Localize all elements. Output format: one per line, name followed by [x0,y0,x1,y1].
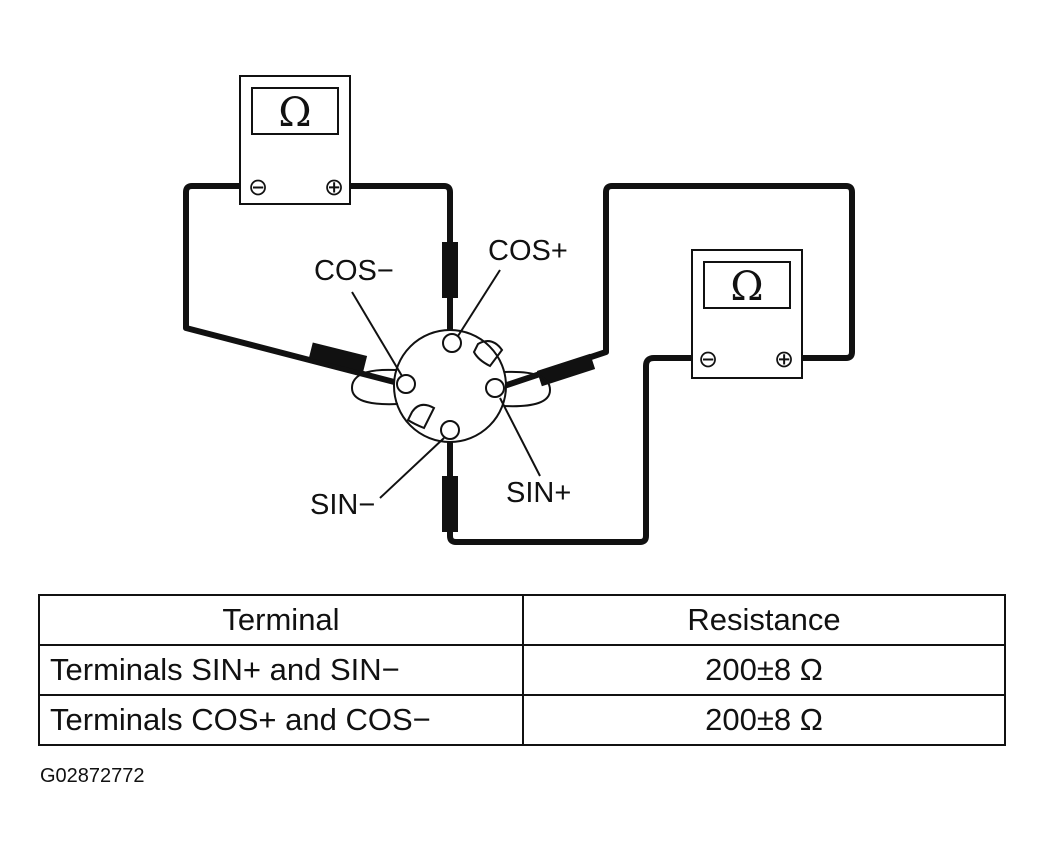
connector-right-tab [503,370,552,408]
lead-meter1-negative [183,183,405,387]
probe-cos-minus [308,342,368,372]
pin-cos-minus [396,374,416,394]
plus-terminal-icon: ⊕ [774,345,794,373]
label-cos-minus: COS− [314,255,394,287]
connector-key-bottom [406,403,436,430]
connector-key-top [472,340,504,368]
table-row: Terminals COS+ and COS− 200±8 Ω [38,694,1006,746]
header-resistance: Resistance [522,594,1006,646]
ohmmeter-right: Ω ⊖ ⊕ [691,249,803,379]
minus-terminal-icon: ⊖ [248,173,268,201]
label-cos-plus: COS+ [488,235,568,267]
figure-id: G02872772 [40,765,145,787]
pin-sin-minus [440,420,460,440]
pin-cos-plus [442,333,462,353]
ohmmeter-left: Ω ⊖ ⊕ [239,75,351,205]
label-sin-plus: SIN+ [506,477,571,509]
ohm-symbol: Ω [730,264,763,310]
table-header-row: Terminal Resistance [38,594,1006,646]
leader-lines [351,269,541,499]
lead-meter2-positive [495,183,855,391]
connector [350,329,552,443]
plus-terminal-icon: ⊕ [324,173,344,201]
cell-terminal: Terminals COS+ and COS− [38,694,524,746]
probe-sin-minus [442,476,458,532]
pin-sin-plus [485,378,505,398]
minus-terminal-icon: ⊖ [698,345,718,373]
table-row: Terminals SIN+ and SIN− 200±8 Ω [38,644,1006,696]
resistance-check-diagram: Ω ⊖ ⊕ Ω ⊖ ⊕ COS− COS+ SIN− SIN+ [183,75,855,545]
test-leads [183,183,855,545]
lead-meter2-negative [447,355,711,545]
probe-sleeves [308,242,596,532]
cell-terminal: Terminals SIN+ and SIN− [38,644,524,696]
lead-meter1-positive [331,183,453,343]
resistance-spec-table: Terminal Resistance Terminals SIN+ and S… [38,594,1006,746]
ohm-symbol: Ω [278,90,311,136]
cell-resistance: 200±8 Ω [522,644,1006,696]
connector-left-tab [350,368,399,406]
cell-resistance: 200±8 Ω [522,694,1006,746]
probe-cos-plus [442,242,458,298]
label-sin-minus: SIN− [310,489,375,521]
header-terminal: Terminal [38,594,524,646]
probe-sin-plus [536,353,596,387]
